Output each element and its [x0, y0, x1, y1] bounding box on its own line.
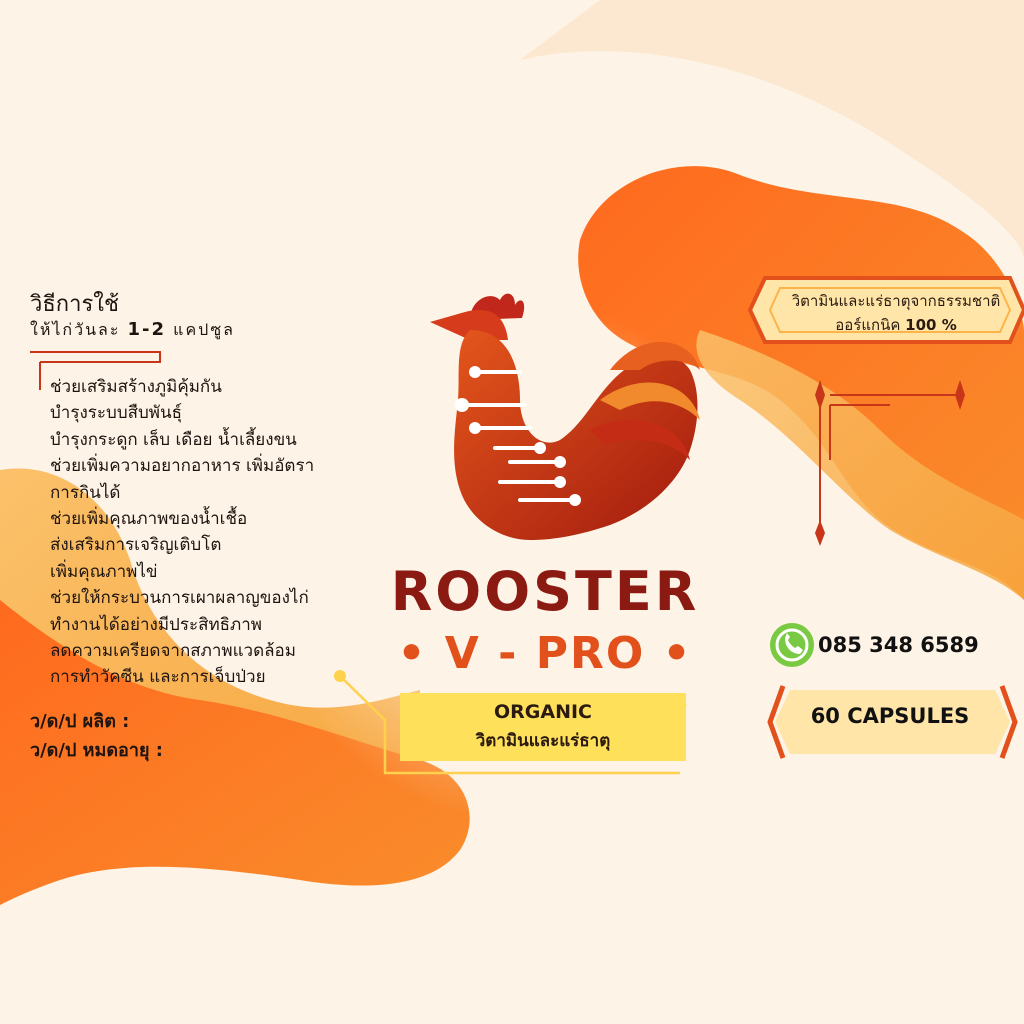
- brand-name: ROOSTER: [390, 560, 700, 623]
- list-item: ลดความเครียดจากสภาพแวดล้อม: [50, 641, 296, 662]
- list-item: บำรุงกระดูก เล็บ เดือย น้ำเลี้ยงขน: [50, 429, 297, 450]
- badge-line1: วิตามินและแร่ธาตุจากธรรมชาติ: [791, 292, 1001, 310]
- organic-label-box: ORGANIC วิตามินและแร่ธาตุ: [400, 693, 686, 761]
- badge-line2-value: 100 %: [905, 316, 957, 334]
- organic-sublabel: วิตามินและแร่ธาตุ: [475, 731, 611, 751]
- benefits-list: ช่วยเสริมสร้างภูมิคุ้มกัน บำรุงระบบสืบพั…: [50, 374, 314, 691]
- list-item: ช่วยเพิ่มความอยากอาหาร เพิ่มอัตรา: [50, 456, 315, 477]
- list-item: บำรุงระบบสืบพันธุ์: [50, 403, 182, 424]
- list-item: ส่งเสริมการเจริญเติบโต: [50, 535, 222, 556]
- usage-title: วิธีการใช้: [30, 292, 119, 317]
- badge-line2: ออร์แกนิค 100 %: [768, 313, 1024, 337]
- manufacture-date-label: ว/ด/ป ผลิต :: [30, 711, 130, 732]
- phone-number: 085 348 6589: [818, 633, 979, 657]
- list-item: การทำวัคซีน และการเจ็บป่วย: [50, 667, 266, 688]
- expiry-date-label: ว/ด/ป หมดอายุ :: [30, 740, 163, 761]
- usage-dose-prefix: ให้ไก่วันละ: [30, 320, 121, 339]
- list-item: เพิ่มคุณภาพไข่: [50, 561, 158, 582]
- usage-dose-suffix: แคปซูล: [173, 320, 235, 339]
- badge-line2-prefix: ออร์แกนิค: [835, 316, 901, 334]
- brand-subname: • V - PRO •: [397, 628, 693, 679]
- list-item: การกินได้: [50, 482, 121, 503]
- list-item: ช่วยเสริมสร้างภูมิคุ้มกัน: [50, 377, 222, 397]
- organic-badge: วิตามินและแร่ธาตุจากธรรมชาติ ออร์แกนิค 1…: [768, 289, 1024, 337]
- capsule-count: 60 CAPSULES: [810, 704, 970, 728]
- usage-dose: ให้ไก่วันละ 1-2 แคปซูล: [30, 318, 235, 343]
- list-item: ช่วยเพิ่มคุณภาพของน้ำเชื้อ: [50, 509, 248, 530]
- list-item: ช่วยให้กระบวนการเผาผลาญของไก่: [50, 588, 309, 609]
- usage-dose-amount: 1-2: [127, 319, 167, 340]
- organic-label: ORGANIC: [494, 701, 592, 723]
- list-item: ทำงานได้อย่างมีประสิทธิภาพ: [50, 614, 263, 635]
